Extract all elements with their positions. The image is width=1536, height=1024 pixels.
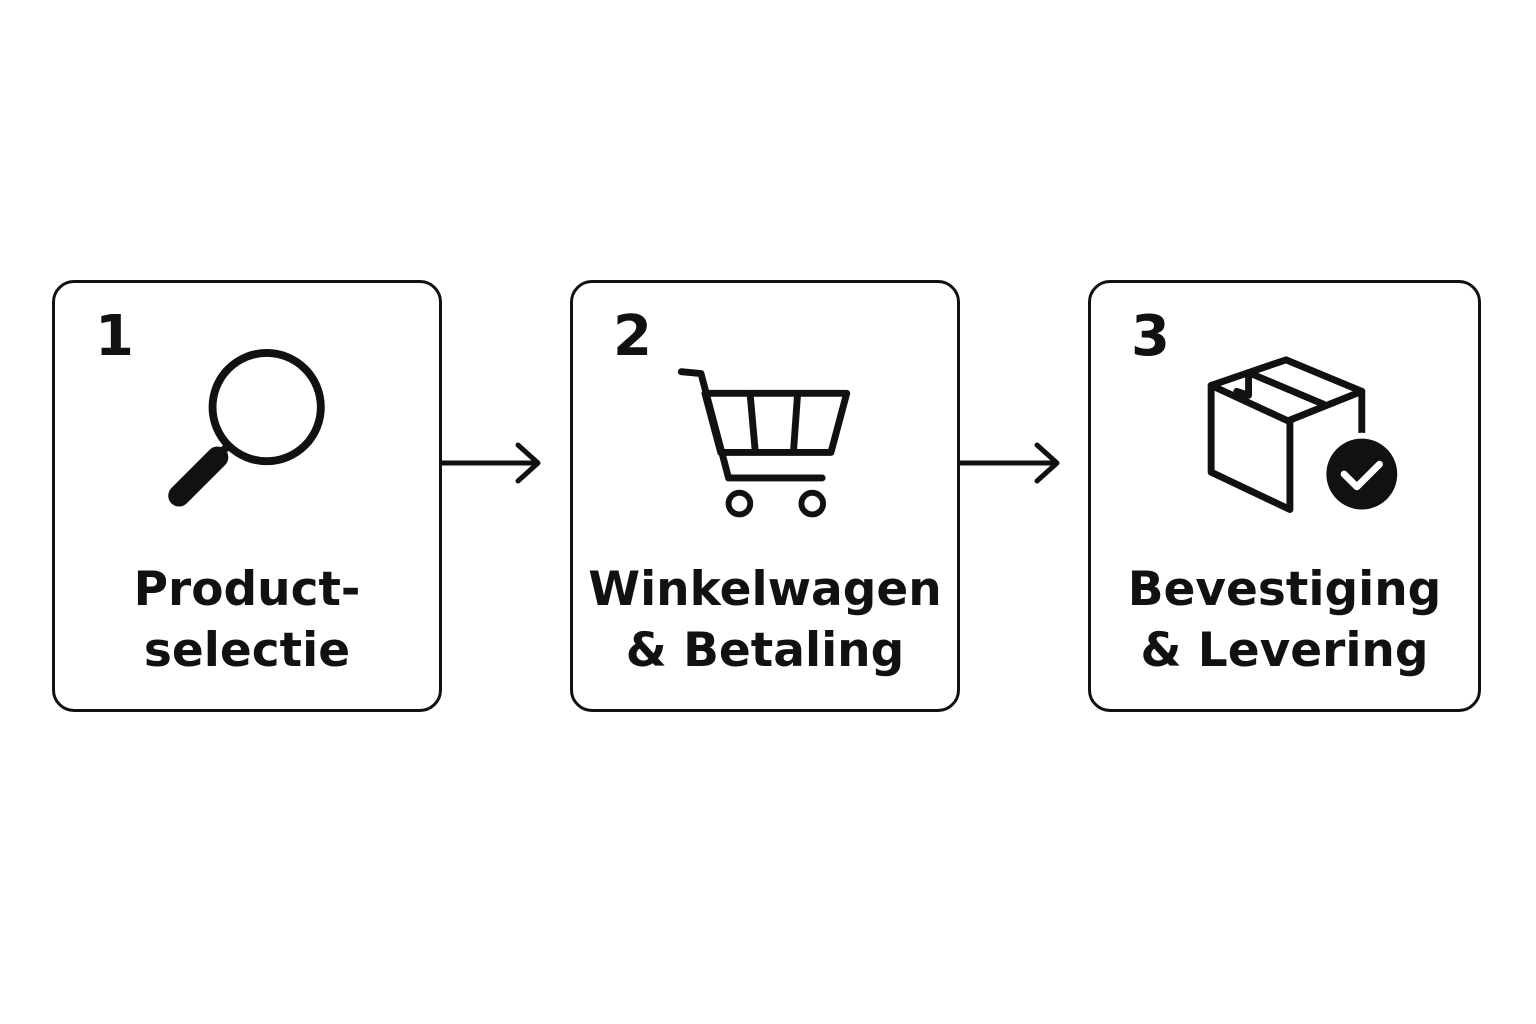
step-label-line: & Levering — [1140, 623, 1429, 678]
step-number: 1 — [95, 304, 134, 369]
step-label-line: Winkelwagen — [588, 562, 942, 617]
package-check-icon — [1207, 356, 1404, 516]
step-number: 3 — [1131, 304, 1170, 369]
step-label-line: Product- — [133, 562, 361, 617]
step-label: Winkelwagen & Betaling — [573, 559, 957, 681]
step-card-cart-payment: 2 Winkelwagen & Betaling — [570, 280, 960, 712]
step-label: Bevestiging & Levering — [1091, 559, 1478, 681]
arrow-right-icon — [440, 442, 541, 484]
step-card-product-selection: 1 Product- selectie — [52, 280, 442, 712]
step-label-line: Bevestiging — [1127, 562, 1442, 617]
step-card-confirmation-delivery: 3 Bevestiging & Levering — [1088, 280, 1481, 712]
magnifying-glass-icon — [168, 349, 325, 507]
step-label-line: selectie — [143, 623, 351, 678]
step-label: Product- selectie — [55, 559, 439, 681]
step-number: 2 — [613, 304, 652, 369]
arrow-right-icon — [959, 442, 1060, 484]
shopping-cart-icon — [677, 368, 851, 518]
step-label-line: & Betaling — [625, 623, 905, 678]
check-circle-icon — [1326, 438, 1398, 510]
